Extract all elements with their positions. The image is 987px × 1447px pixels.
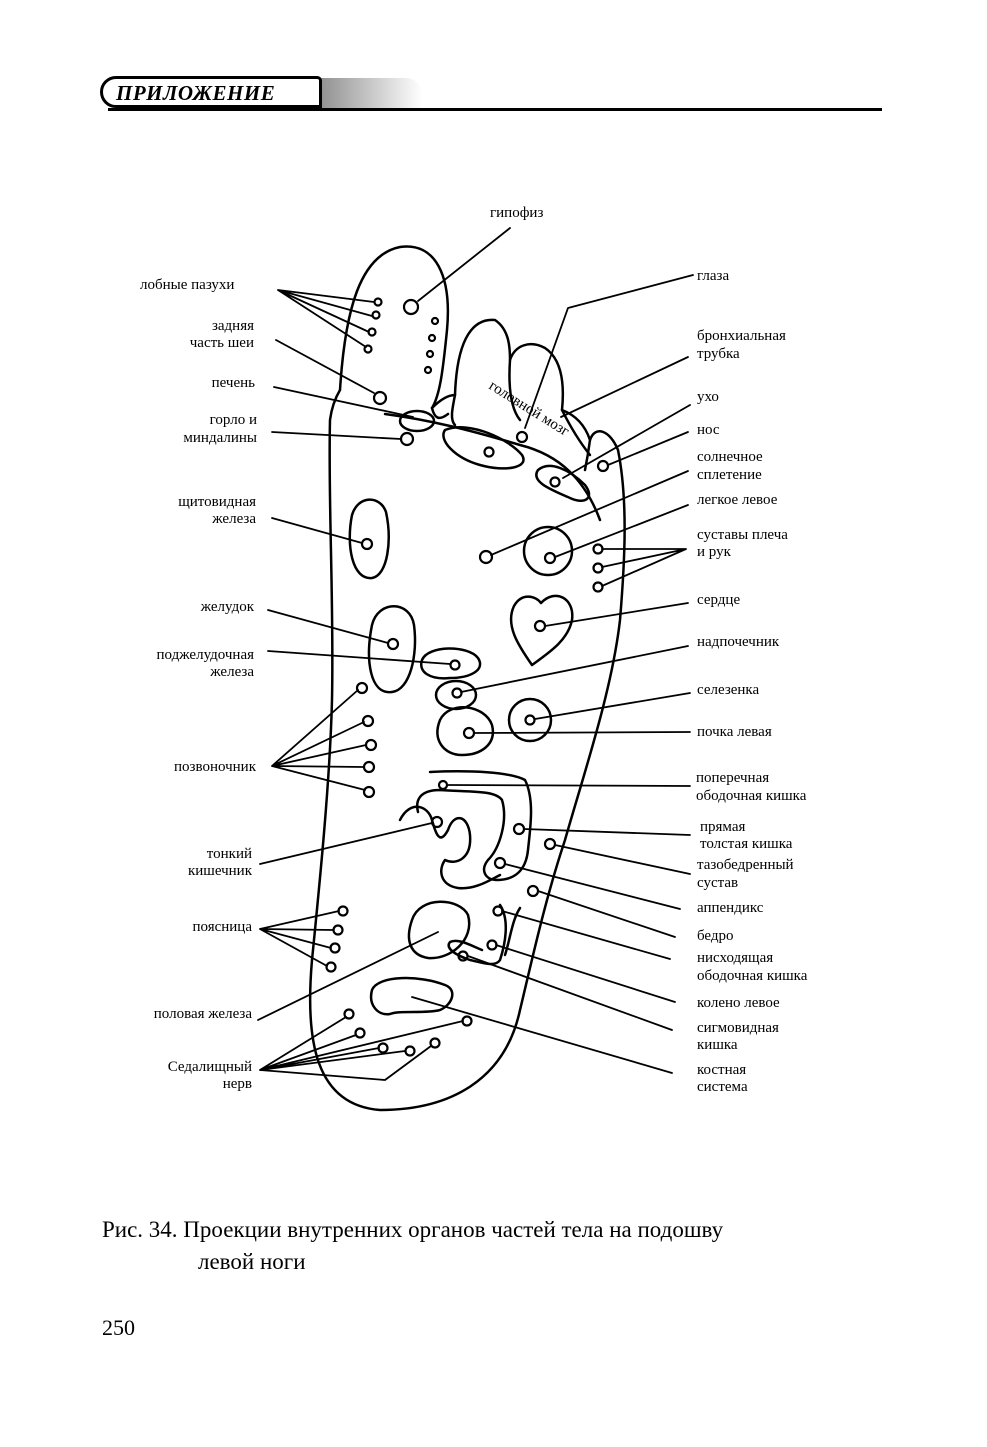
label-shoulder-1: суставы плеча: [697, 527, 788, 543]
label-lung: легкое левое: [697, 492, 778, 508]
label-rectum-1: прямая: [700, 819, 745, 835]
label-appendix: аппендикс: [697, 900, 764, 916]
caption-line-1: Рис. 34. Проекции внутренних органов час…: [102, 1217, 724, 1242]
label-bronchi-1: бронхиальная: [697, 328, 786, 344]
liver-zone: [398, 409, 436, 433]
label-eyes: глаза: [697, 268, 729, 284]
label-bone-1: костная: [697, 1062, 746, 1078]
label-pituitary: гипофиз: [490, 205, 543, 221]
brain-label: головной мозг: [486, 378, 572, 440]
label-small-intestine-1: тонкий: [207, 846, 252, 862]
label-solar-2: сплетение: [697, 467, 762, 483]
label-nose: нос: [697, 422, 720, 438]
label-solar-1: солнечное: [697, 449, 763, 465]
label-hip-2: сустав: [697, 875, 738, 891]
header-shade: [312, 78, 422, 108]
label-descending-2: ободочная кишка: [697, 968, 808, 984]
toe-base-line: [383, 412, 602, 522]
label-heart: сердце: [697, 592, 740, 608]
label-spine: позвоночник: [174, 759, 257, 775]
foot-outline: [308, 245, 626, 1112]
label-throat-2: миндалины: [183, 430, 257, 446]
figure-caption: Рис. 34. Проекции внутренних органов час…: [102, 1214, 862, 1278]
gonad-zone: [407, 900, 471, 960]
transverse-colon: [416, 770, 533, 882]
label-lumbar: поясница: [192, 919, 252, 935]
label-spleen: селезенка: [697, 682, 759, 698]
kidney-zone: [436, 706, 495, 757]
big-toe-line: [430, 406, 450, 420]
section-header: ПРИЛОЖЕНИЕ: [100, 74, 882, 114]
label-bone-2: система: [697, 1079, 748, 1095]
label-transverse-2: ободочная кишка: [696, 788, 807, 804]
label-sciatic-1: Седалищный: [168, 1059, 252, 1075]
adrenal-zone: [434, 679, 478, 711]
section-title: ПРИЛОЖЕНИЕ: [116, 81, 276, 105]
eyes-zone: [442, 426, 525, 470]
label-pancreas-2: железа: [209, 664, 254, 680]
heart-zone: [509, 594, 574, 667]
label-thyroid-2: железа: [211, 511, 256, 527]
reflex-points: [325, 297, 610, 1057]
label-sciatic-2: нерв: [223, 1076, 252, 1092]
label-adrenal: надпочечник: [697, 634, 780, 650]
label-bronchi-2: трубка: [697, 346, 740, 362]
label-neck-back-1: задняя: [212, 318, 254, 334]
header-tab: [100, 76, 322, 108]
fifth-toe-outline: [583, 438, 592, 472]
label-shoulder-2: и рук: [697, 544, 732, 560]
label-frontal-sinuses: лобные пазухи: [140, 277, 234, 293]
bone-system-zone: [369, 976, 454, 1016]
label-gonad: половая железа: [154, 1006, 253, 1022]
leader-lines: [257, 227, 694, 1081]
label-small-intestine-2: кишечник: [188, 863, 253, 879]
label-kidney: почка левая: [697, 724, 772, 740]
second-toe-outline: [450, 393, 457, 427]
stomach-zone: [367, 605, 417, 694]
label-thigh: бедро: [697, 928, 734, 944]
label-transverse-1: поперечная: [696, 770, 769, 786]
label-sigmoid-2: кишка: [697, 1037, 738, 1053]
ear-zone: [535, 464, 591, 502]
header-rule: [108, 108, 882, 111]
spleen-zone: [507, 697, 553, 743]
label-descending-1: нисходящая: [697, 950, 773, 966]
label-sigmoid-1: сигмовидная: [697, 1020, 779, 1036]
pancreas-zone: [420, 647, 482, 680]
label-liver: печень: [212, 375, 256, 391]
caption-line-2: левой ноги: [198, 1249, 306, 1274]
label-neck-back-2: часть шеи: [190, 335, 254, 351]
thyroid-zone: [348, 498, 390, 580]
label-stomach: желудок: [200, 599, 255, 615]
label-knee: колено левое: [697, 995, 780, 1011]
descending-colon: [447, 903, 522, 966]
label-rectum-2: толстая кишка: [700, 836, 793, 852]
label-thyroid-1: щитовидная: [178, 494, 256, 510]
page-number: 250: [102, 1315, 135, 1340]
label-pancreas-1: поджелудочная: [157, 647, 255, 663]
lung-zone: [522, 525, 574, 577]
label-hip-1: тазобедренный: [697, 857, 794, 873]
label-ear: ухо: [697, 389, 719, 405]
third-toe-outline: [508, 358, 522, 422]
label-throat-1: горло и: [210, 412, 257, 428]
